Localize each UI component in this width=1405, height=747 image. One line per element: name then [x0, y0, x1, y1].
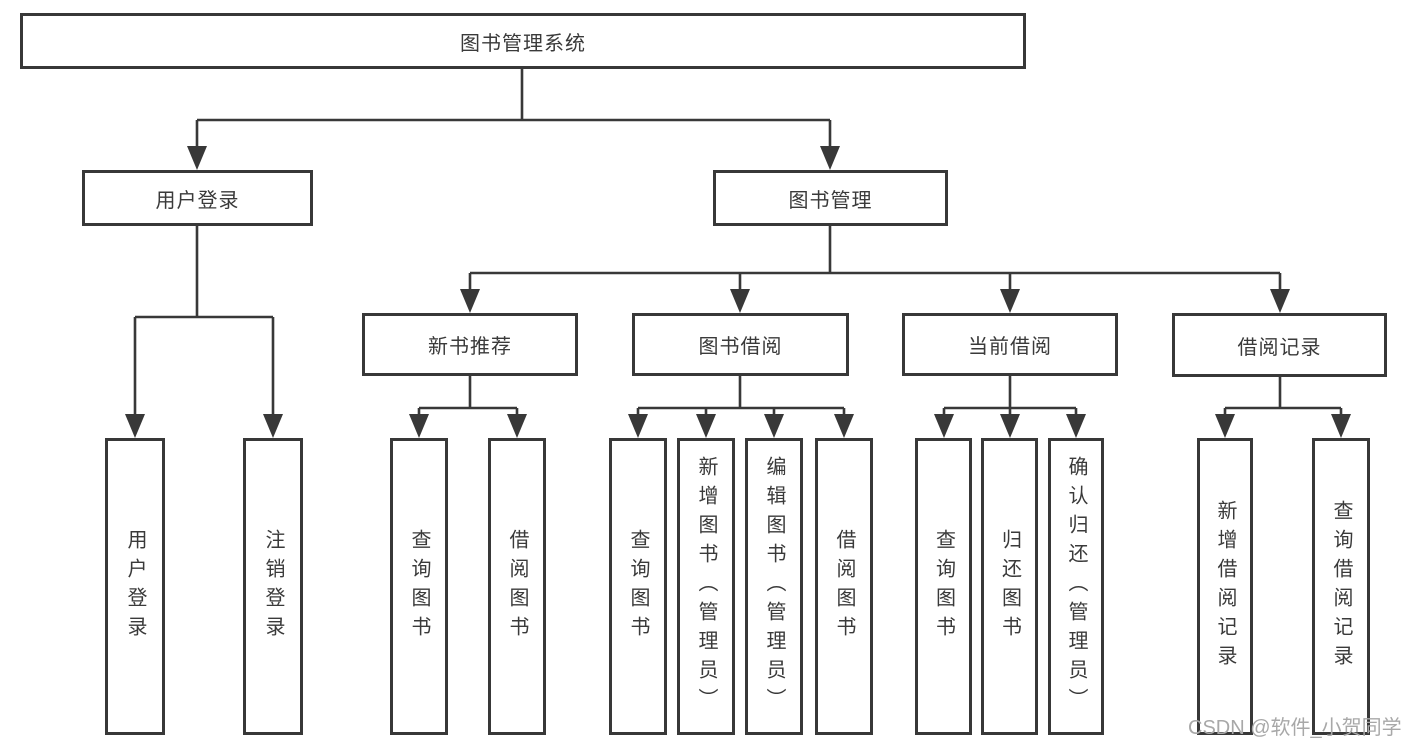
leaf-query-books-recommend: 查询图书 [390, 438, 448, 735]
arrowheads [125, 146, 1351, 438]
leaf-query-books-recommend-label: 查询图书 [408, 528, 430, 645]
leaf-return-books: 归还图书 [981, 438, 1038, 735]
leaf-confirm-return-admin-label: 确认归还（管理员） [1065, 456, 1087, 717]
leaf-query-books-current-label: 查询图书 [932, 528, 955, 645]
leaf-add-borrow-record: 新增借阅记录 [1197, 438, 1253, 735]
leaf-borrow-books-recommend: 借阅图书 [488, 438, 546, 735]
leaf-user-login-label: 用户登录 [124, 528, 146, 645]
leaf-borrow-books-label: 借阅图书 [833, 528, 855, 645]
leaf-logout: 注销登录 [243, 438, 303, 735]
leaf-edit-books-admin-label: 编辑图书（管理员） [763, 456, 785, 717]
leaf-return-books-label: 归还图书 [998, 528, 1021, 645]
node-new-book-recommendation: 新书推荐 [362, 313, 578, 376]
leaf-user-login: 用户登录 [105, 438, 165, 735]
node-root-system: 图书管理系统 [20, 13, 1026, 69]
leaf-query-borrow-record: 查询借阅记录 [1312, 438, 1370, 735]
leaf-logout-label: 注销登录 [262, 528, 284, 645]
node-book-management: 图书管理 [713, 170, 948, 226]
leaf-query-books-current: 查询图书 [915, 438, 972, 735]
leaf-add-books-admin-label: 新增图书（管理员） [695, 456, 717, 717]
leaf-edit-books-admin: 编辑图书（管理员） [745, 438, 803, 735]
leaf-query-books-borrow-label: 查询图书 [627, 528, 649, 645]
node-book-borrowing: 图书借阅 [632, 313, 849, 376]
leaf-confirm-return-admin: 确认归还（管理员） [1048, 438, 1104, 735]
leaf-borrow-books-recommend-label: 借阅图书 [506, 528, 528, 645]
leaf-add-borrow-record-label: 新增借阅记录 [1214, 499, 1236, 674]
csdn-watermark: CSDN @软件_小贺同学 [1188, 717, 1402, 739]
node-user-login: 用户登录 [82, 170, 313, 226]
leaf-add-books-admin: 新增图书（管理员） [677, 438, 735, 735]
node-current-borrowing: 当前借阅 [902, 313, 1118, 376]
leaf-query-books-borrow: 查询图书 [609, 438, 667, 735]
leaf-query-borrow-record-label: 查询借阅记录 [1330, 499, 1352, 674]
leaf-borrow-books: 借阅图书 [815, 438, 873, 735]
node-borrowing-records: 借阅记录 [1172, 313, 1387, 377]
